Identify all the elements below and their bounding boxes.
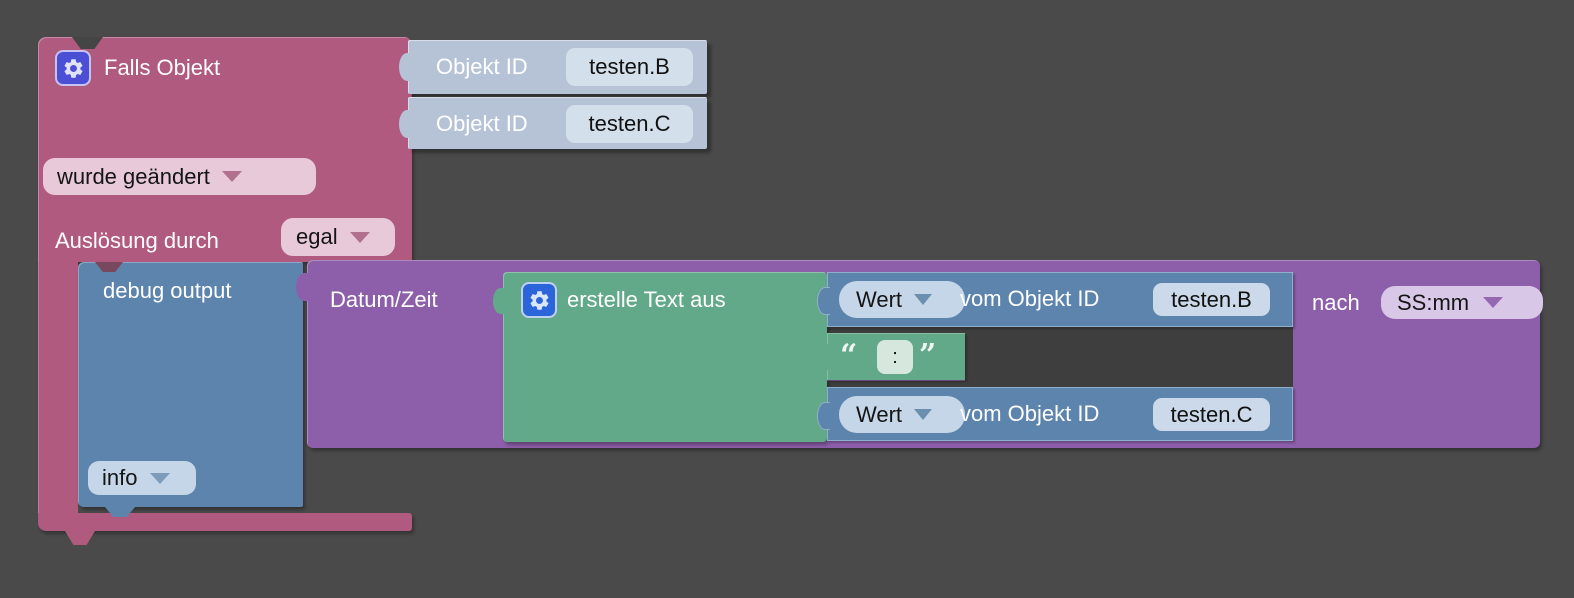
create-text-title: erstelle Text aus bbox=[567, 287, 726, 312]
next-connection-bump bbox=[105, 507, 135, 517]
chevron-down-icon bbox=[914, 294, 933, 305]
input-gap bbox=[827, 327, 967, 333]
input-gap bbox=[965, 327, 1293, 387]
trigger-block[interactable]: Falls Objekt wurde geändert Auslösung du… bbox=[38, 37, 412, 262]
trigger-by-label: Auslösung durch bbox=[55, 228, 219, 253]
mutator-gear-icon[interactable] bbox=[521, 282, 557, 318]
puzzle-tab-icon bbox=[817, 402, 830, 430]
trigger-block-statement-wall bbox=[38, 262, 78, 513]
previous-connection-notch bbox=[72, 37, 103, 49]
debug-output-block[interactable]: debug output info bbox=[78, 262, 303, 507]
log-level-dropdown-label: info bbox=[102, 465, 138, 490]
puzzle-tab-icon bbox=[399, 110, 411, 138]
log-level-dropdown[interactable]: info bbox=[88, 461, 196, 495]
string-block[interactable]: “ : ” bbox=[817, 333, 965, 380]
value-attr-dropdown-label: Wert bbox=[856, 401, 903, 427]
puzzle-tab-icon bbox=[493, 288, 505, 314]
nach-label: nach bbox=[1312, 290, 1360, 315]
chevron-down-icon bbox=[221, 171, 242, 182]
value-block-label: vom Objekt ID bbox=[960, 286, 1100, 311]
gear-glyph bbox=[530, 290, 548, 310]
value-attr-dropdown-label: Wert bbox=[856, 286, 903, 312]
object-id-block[interactable]: Objekt ID testen.C bbox=[399, 97, 707, 149]
previous-connection-notch bbox=[95, 262, 123, 272]
trigger-block-bottom bbox=[38, 513, 412, 531]
mutator-gear-icon[interactable] bbox=[55, 50, 91, 86]
debug-block-title: debug output bbox=[103, 278, 232, 303]
open-quote-icon: “ bbox=[840, 338, 858, 373]
next-connection-bump bbox=[65, 531, 95, 545]
puzzle-tab-icon bbox=[817, 287, 830, 315]
input-gap bbox=[827, 381, 967, 387]
string-text-field[interactable]: : bbox=[877, 340, 913, 374]
chevron-down-icon bbox=[1483, 297, 1504, 308]
datetime-block-title: Datum/Zeit bbox=[330, 287, 438, 312]
object-id-block[interactable]: Objekt ID testen.B bbox=[399, 40, 707, 94]
value-object-id-field[interactable]: testen.B bbox=[1153, 283, 1270, 316]
chevron-down-icon bbox=[349, 231, 370, 243]
change-type-dropdown[interactable]: wurde geändert bbox=[43, 158, 316, 195]
trigger-by-dropdown[interactable]: egal bbox=[281, 218, 395, 256]
object-id-field[interactable]: testen.C bbox=[566, 105, 693, 143]
time-format-dropdown-label: SS:mm bbox=[1397, 289, 1470, 315]
object-id-label: Objekt ID bbox=[436, 54, 528, 79]
value-block[interactable]: Wert vom Objekt ID testen.B bbox=[817, 272, 1293, 327]
object-id-field[interactable]: testen.B bbox=[566, 48, 693, 86]
create-text-block[interactable]: erstelle Text aus bbox=[493, 272, 827, 442]
value-block[interactable]: Wert vom Objekt ID testen.C bbox=[817, 387, 1293, 441]
gear-glyph bbox=[64, 58, 82, 78]
puzzle-tab-icon bbox=[296, 273, 308, 301]
value-attr-dropdown[interactable]: Wert bbox=[839, 281, 965, 318]
value-object-id-field[interactable]: testen.C bbox=[1153, 398, 1270, 431]
puzzle-tab-icon bbox=[399, 53, 411, 81]
chevron-down-icon bbox=[914, 409, 933, 420]
chevron-down-icon bbox=[150, 472, 171, 484]
puzzle-tab-icon bbox=[817, 344, 829, 370]
value-block-label: vom Objekt ID bbox=[960, 401, 1100, 426]
time-format-dropdown[interactable]: SS:mm bbox=[1381, 286, 1543, 319]
value-attr-dropdown[interactable]: Wert bbox=[839, 396, 965, 433]
trigger-block-title: Falls Objekt bbox=[104, 55, 221, 80]
trigger-by-dropdown-label: egal bbox=[296, 224, 338, 249]
object-id-label: Objekt ID bbox=[436, 111, 528, 136]
close-quote-icon: ” bbox=[919, 338, 937, 373]
change-type-dropdown-label: wurde geändert bbox=[57, 163, 210, 189]
